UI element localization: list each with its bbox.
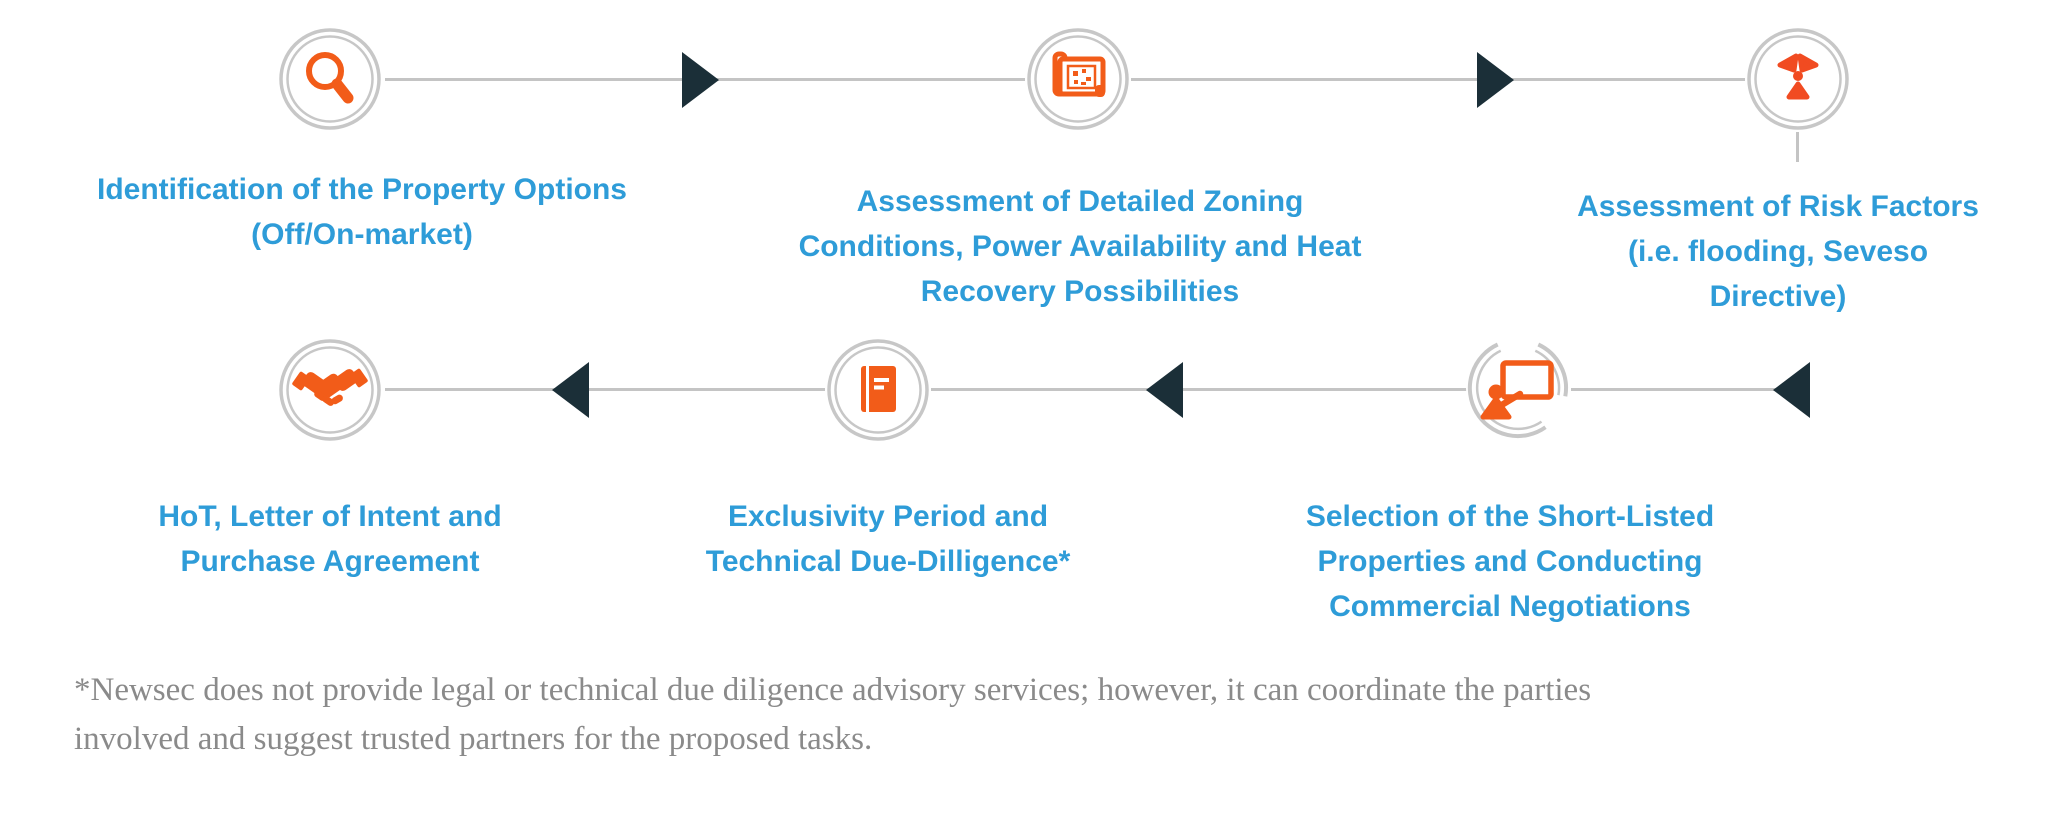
- step-node-agreement: [275, 335, 385, 445]
- step-label-line: Assessment of Risk Factors: [1577, 190, 1979, 223]
- step-label-line: Recovery Possibilities: [920, 275, 1240, 308]
- arrow-right-icon: [1477, 52, 1514, 108]
- step-label-line: (Off/On-market): [251, 218, 473, 251]
- connector-line: [1571, 388, 1777, 391]
- handshake-icon: [277, 337, 383, 443]
- step-node-risk: [1743, 24, 1853, 134]
- step-label-line: Purchase Agreement: [180, 545, 480, 578]
- step-label-line: Conditions, Power Availability and Heat: [798, 230, 1362, 263]
- label-stub-line: [1796, 132, 1799, 162]
- presentation-icon: [1466, 336, 1570, 440]
- connector-line: [931, 388, 1470, 391]
- step-node-exclusivity: [823, 335, 933, 445]
- step-label-line: Commercial Negotiations: [1329, 590, 1691, 623]
- connector-line: [385, 388, 825, 391]
- step-label-agreement: HoT, Letter of Intent and Purchase Agree…: [60, 494, 600, 584]
- step-label-risk: Assessment of Risk Factors (i.e. floodin…: [1508, 184, 2048, 319]
- book-icon: [825, 337, 931, 443]
- footnote-line: *Newsec does not provide legal or techni…: [74, 672, 1592, 708]
- step-label-line: Identification of the Property Options: [96, 173, 627, 206]
- step-node-zoning: [1023, 24, 1133, 134]
- step-label-line: Exclusivity Period and: [727, 500, 1049, 533]
- footnote-line: involved and suggest trusted partners fo…: [74, 721, 873, 757]
- step-label-exclusivity: Exclusivity Period and Technical Due-Dil…: [608, 494, 1168, 584]
- step-label-line: Selection of the Short-Listed: [1305, 500, 1715, 533]
- step-label-line: HoT, Letter of Intent and: [158, 500, 502, 533]
- step-node-identification: [275, 24, 385, 134]
- step-label-line: Assessment of Detailed Zoning: [856, 185, 1304, 218]
- radiation-icon: [1745, 26, 1851, 132]
- step-label-line: Directive): [1709, 280, 1847, 313]
- step-label-zoning: Assessment of Detailed Zoning Conditions…: [770, 179, 1390, 314]
- arrow-left-icon: [552, 362, 589, 418]
- magnifier-icon: [277, 26, 383, 132]
- step-label-line: Technical Due-Dilligence*: [705, 545, 1071, 578]
- connector-line: [1131, 78, 1745, 81]
- step-label-line: (i.e. flooding, Seveso: [1627, 235, 1929, 268]
- step-label-identification: Identification of the Property Options (…: [62, 167, 662, 257]
- step-node-shortlist: [1463, 333, 1573, 443]
- arrow-right-icon: [682, 52, 719, 108]
- footnote: *Newsec does not provide legal or techni…: [74, 666, 2004, 764]
- arrow-left-icon: [1146, 362, 1183, 418]
- blueprint-icon: [1025, 26, 1131, 132]
- step-label-line: Properties and Conducting: [1317, 545, 1703, 578]
- arrow-left-icon: [1773, 362, 1810, 418]
- step-label-shortlist: Selection of the Short-Listed Properties…: [1210, 494, 1810, 629]
